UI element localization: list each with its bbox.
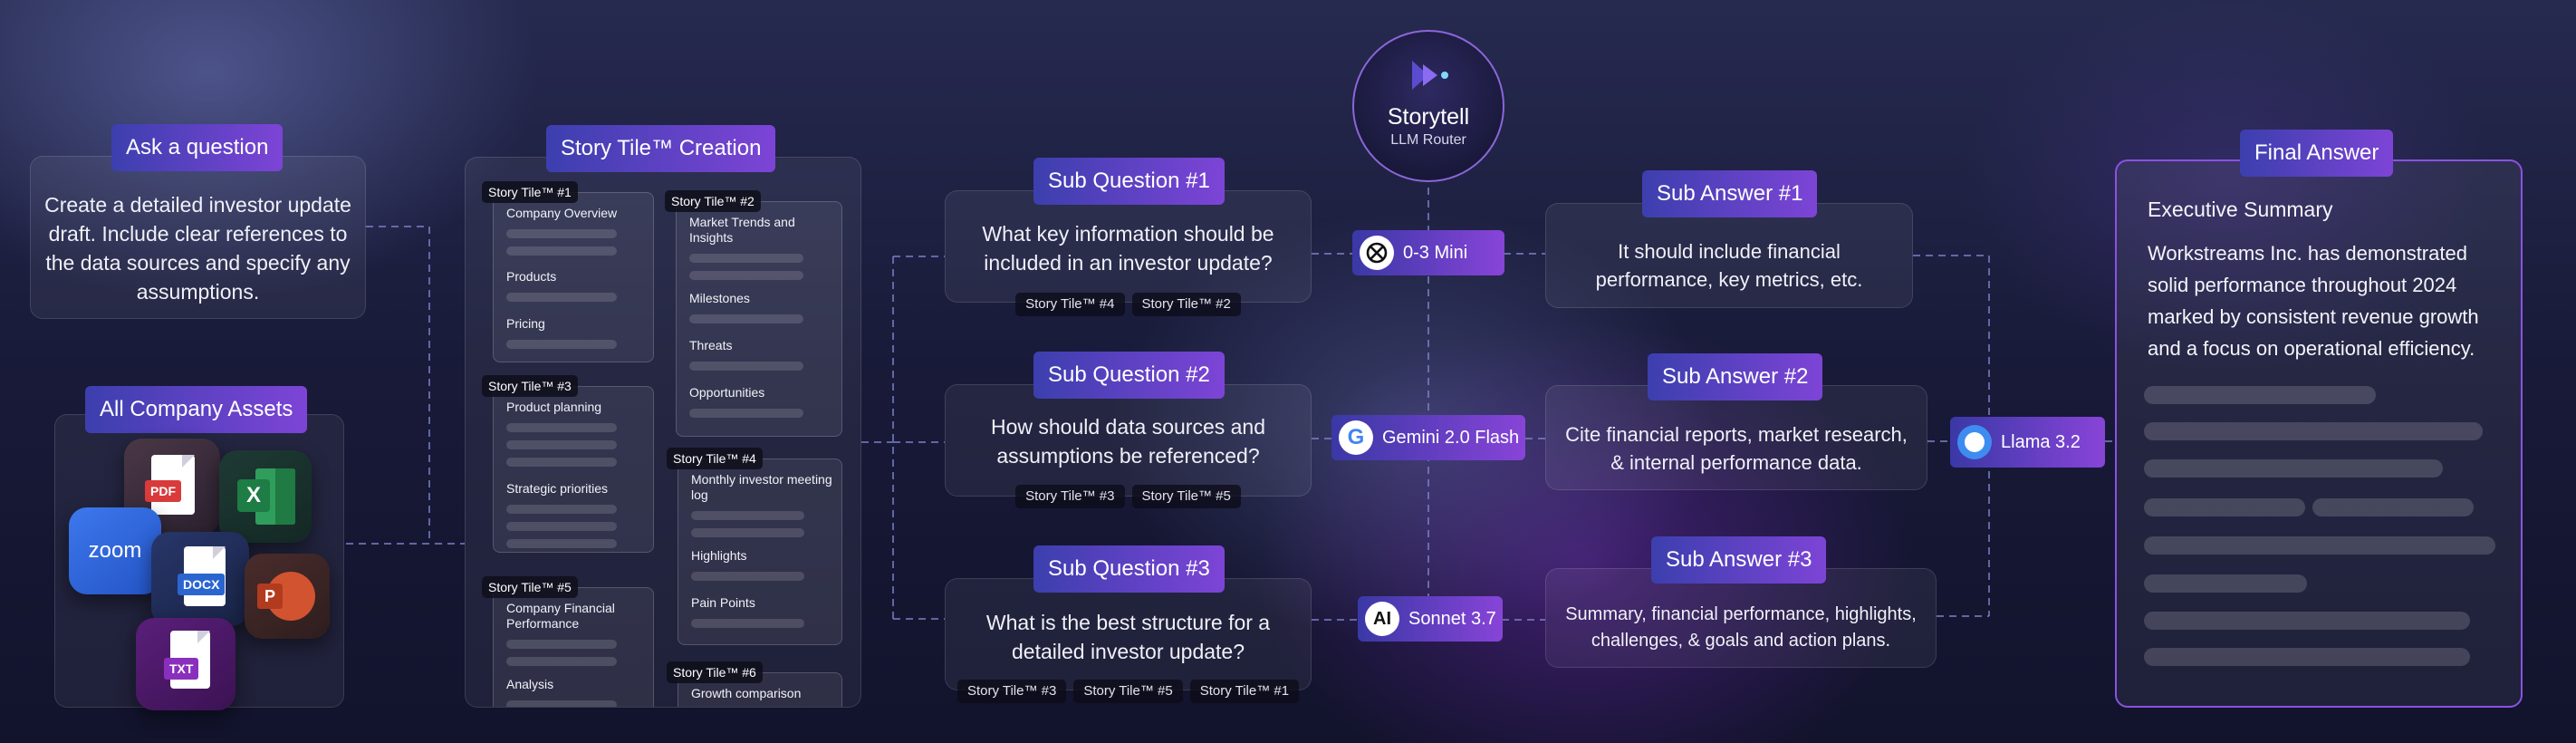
story-tile-2: Story Tile™ #2 Market Trends and Insight… [665,190,842,437]
final-skeleton-line [2144,386,2376,404]
sub-question-3-text: What is the best structure for a detaile… [985,611,1271,663]
sub-answer-2-text: Cite financial reports, market research,… [1565,423,1908,474]
chip-story-tile: Story Tile™ #3 [956,680,1067,703]
sub-answer-3-text: Summary, financial performance, highligh… [1565,604,1917,651]
sub-question-2-chips: Story Tile™ #3 Story Tile™ #5 [945,485,1312,508]
sub-question-1-text: What key information should be included … [982,222,1274,275]
docx-icon: DOCX [151,532,249,626]
final-skeleton-line [2144,612,2470,630]
txt-icon: TXT [136,618,235,710]
final-skeleton-line [2144,498,2305,516]
final-skeleton-line [2144,536,2495,555]
story-tile-4: Story Tile™ #4 Monthly investor meeting … [667,448,842,645]
sub-question-2-title: Sub Question #2 [1033,352,1225,399]
sub-question-3-title: Sub Question #3 [1033,545,1225,593]
ask-question-title: Ask a question [111,124,284,171]
ask-question-text: Create a detailed investor update draft.… [44,193,351,304]
sub-question-3-chips: Story Tile™ #3 Story Tile™ #5 Story Tile™ … [945,680,1312,703]
sub-answer-1-title: Sub Answer #1 [1642,170,1818,217]
final-answer-title: Final Answer [2240,130,2394,177]
sub-answer-2-title: Sub Answer #2 [1648,353,1823,400]
chip-story-tile: Story Tile™ #4 [1015,293,1125,316]
story-tile-1: Story Tile™ #1 Company Overview Products… [482,181,654,362]
story-tile-panel: Story Tile™ #1 Company Overview Products… [465,157,861,708]
sub-answer-3-card [1545,568,1937,668]
final-skeleton-line [2144,422,2483,440]
powerpoint-icon: P [245,554,330,639]
model-badge-o3-mini: 0-3 Mini [1352,230,1504,275]
model-badge-gemini: G Gemini 2.0 Flash [1331,415,1525,460]
model-badge-sonnet: AI Sonnet 3.7 [1358,596,1503,642]
sub-question-1-chips: Story Tile™ #4 Story Tile™ #2 [945,293,1312,316]
story-tile-title: Story Tile™ Creation [546,125,776,172]
story-tile-5: Story Tile™ #5 Company Financial Perform… [482,576,654,707]
chip-story-tile: Story Tile™ #5 [1073,680,1183,703]
storytell-logo-icon [1412,61,1448,90]
sub-question-2-card [945,384,1312,497]
company-assets-title: All Company Assets [85,386,308,433]
excel-icon: X [219,450,312,543]
pdf-icon: PDF [124,439,220,535]
zoom-icon: zoom [69,507,161,594]
google-icon: G [1339,420,1373,455]
chip-story-tile: Story Tile™ #3 [1015,485,1125,508]
final-skeleton-line [2312,498,2474,516]
router-subtitle: LLM Router [1390,132,1466,148]
final-skeleton-line [2144,459,2443,478]
final-answer-heading: Executive Summary [2148,198,2333,221]
sub-answer-2-card [1545,385,1927,490]
chip-story-tile: Story Tile™ #5 [1131,485,1241,508]
chip-story-tile: Story Tile™ #1 [1189,680,1300,703]
sub-answer-3-title: Sub Answer #3 [1651,536,1827,584]
sub-question-1-card [945,190,1312,303]
ask-question-card [30,156,366,319]
connector-ask-assets [366,226,430,544]
final-skeleton-line [2144,648,2470,666]
sub-answer-1-text: It should include financial performance,… [1595,240,1863,291]
storytell-router: Storytell LLM Router [1352,30,1504,182]
final-skeleton-line [2144,574,2307,593]
final-answer-text: Workstreams Inc. has demonstrated solid … [2148,242,2479,360]
anthropic-icon: AI [1365,602,1399,636]
openai-icon [1360,236,1394,270]
final-answer-card: Executive Summary Workstreams Inc. has d… [2115,159,2523,708]
model-badge-llama: Llama 3.2 [1950,417,2105,468]
sub-question-2-text: How should data sources and assumptions … [990,415,1266,468]
llama-icon [1957,425,1992,459]
sub-question-1-title: Sub Question #1 [1033,158,1225,205]
chip-story-tile: Story Tile™ #2 [1131,293,1241,316]
story-tile-3: Story Tile™ #3 Product planning Strategi… [482,375,654,553]
story-tile-6: Story Tile™ #6 Growth comparison [667,661,842,707]
router-name: Storytell [1387,104,1470,130]
